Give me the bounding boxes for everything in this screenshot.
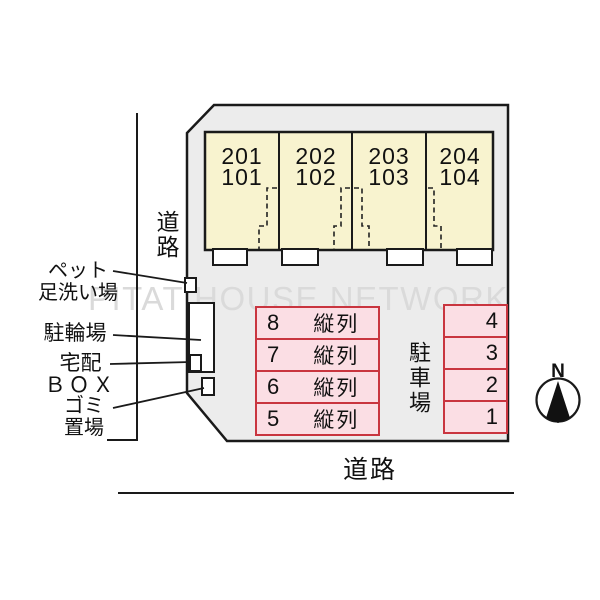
garbage-area-label-line2: 置場 [64, 417, 104, 439]
parking-space-number: 2 [485, 372, 498, 397]
building-outline [203, 130, 495, 252]
leader-line-pet-wash [112, 270, 188, 284]
unit-divider-walls [278, 133, 427, 249]
porch [281, 248, 319, 266]
entry-dashed-paths [258, 187, 442, 249]
unit-lower-number: 102 [295, 164, 337, 190]
delivery-box-label-line1: 宅配 [59, 352, 102, 375]
parking-column-east: 4 3 2 1 [443, 304, 508, 434]
garbage-station [201, 377, 215, 396]
unit-lower-number: 104 [439, 164, 481, 190]
parking-space-type: 縦列 [313, 313, 360, 336]
parking-space-number: 8 [267, 310, 280, 335]
delivery-box-label-line2: ＢＯＸ [44, 374, 117, 397]
bicycle-parking-label: 駐輪場 [43, 322, 107, 345]
parking-space-2: 2 [443, 368, 508, 402]
pet-wash-label: ペット 足洗い場 [28, 260, 128, 304]
parking-space-7: 7 縦列 [255, 338, 380, 372]
entrance-porches [212, 248, 493, 266]
parking-space-8: 8 縦列 [255, 306, 380, 340]
leader-line-garbage [112, 387, 205, 409]
garbage-area-label-line1: ゴミ [64, 395, 104, 417]
parking-space-number: 4 [485, 308, 498, 333]
delivery-box-unit [189, 354, 202, 372]
parking-space-number: 3 [485, 340, 498, 365]
unit-upper-number: 204 [439, 143, 481, 169]
label-bracket-line [107, 113, 138, 441]
pet-wash-station [184, 277, 197, 293]
parking-space-number: 5 [267, 406, 280, 431]
road-label-west: 道路 [153, 210, 179, 260]
parking-area-label: 駐車場 [406, 341, 431, 416]
unit-label-4: 204 104 [420, 143, 500, 190]
unit-lower-number: 101 [221, 164, 263, 190]
pet-wash-label-line1: ペット [48, 260, 108, 282]
entry-dashed-path [354, 187, 370, 249]
unit-label-2: 202 102 [276, 143, 356, 190]
delivery-box-label: 宅配 ＢＯＸ [43, 353, 118, 397]
unit-upper-number: 203 [368, 143, 410, 169]
porch [386, 248, 424, 266]
leader-line-delivery-box [109, 361, 192, 365]
leader-line-bicycle [112, 334, 202, 341]
parking-space-5: 5 縦列 [255, 402, 380, 436]
unit-upper-number: 201 [221, 143, 263, 169]
entry-dashed-path [333, 187, 350, 249]
porch [456, 248, 493, 266]
unit-label-1: 201 101 [202, 143, 282, 190]
entry-dashed-path [428, 187, 442, 249]
leader-lines [109, 270, 205, 409]
site-boundary-outline [185, 103, 510, 443]
parking-space-number: 1 [485, 404, 498, 429]
garbage-area-label: ゴミ 置場 [50, 395, 118, 439]
porch [212, 248, 248, 266]
parking-space-number: 6 [267, 374, 280, 399]
compass-north-label: N [551, 361, 565, 382]
compass-needle-icon [546, 381, 570, 423]
parking-space-type: 縦列 [313, 409, 360, 432]
parking-space-3: 3 [443, 336, 508, 370]
pet-wash-label-line2: 足洗い場 [38, 282, 118, 304]
unit-upper-number: 202 [295, 143, 337, 169]
parking-space-6: 6 縦列 [255, 370, 380, 404]
parking-space-number: 7 [267, 342, 280, 367]
compass: N [535, 361, 581, 423]
parking-space-type: 縦列 [313, 345, 360, 368]
parking-space-type: 縦列 [313, 377, 360, 400]
unit-label-3: 203 103 [349, 143, 429, 190]
unit-lower-number: 103 [368, 164, 410, 190]
parking-space-4: 4 [443, 304, 508, 338]
road-label-south: 道路 [342, 456, 397, 484]
parking-space-1: 1 [443, 400, 508, 434]
entry-dashed-path [258, 187, 277, 249]
parking-column-tandem: 8 縦列 7 縦列 6 縦列 5 縦列 [255, 306, 380, 436]
